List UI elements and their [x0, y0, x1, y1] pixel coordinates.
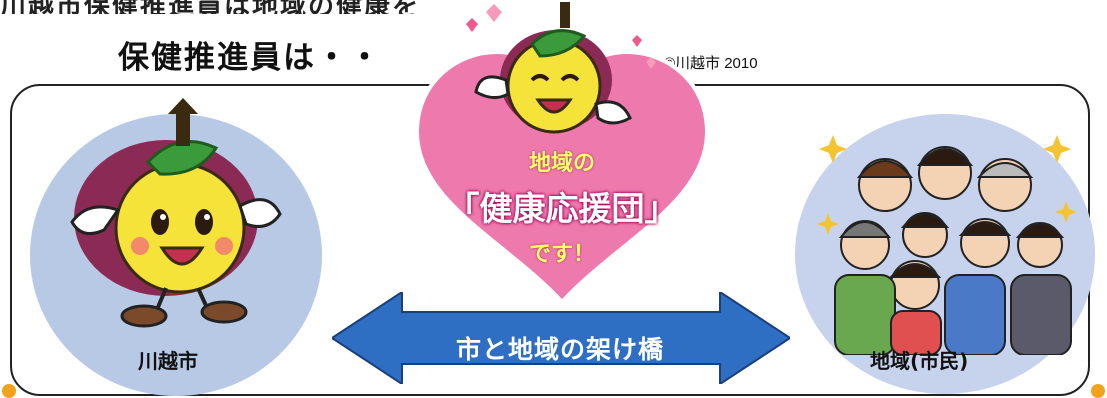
heart-text-line-3: です！	[528, 242, 595, 267]
top-cutoff-text-content: 川越市保健推進員は地域の健康を	[0, 0, 420, 14]
mascot-illustration	[70, 98, 282, 328]
mascot-small-illustration	[466, 2, 656, 134]
arrow-label: 市と地域の架け橋	[455, 335, 664, 364]
corner-decoration-right	[1091, 384, 1105, 398]
corner-decoration-left	[2, 384, 16, 398]
page-title: 保健推進員は・・	[118, 40, 382, 76]
heart-text-line-1: 地域の	[528, 151, 595, 176]
right-circle-label: 地域(市民)	[870, 349, 969, 373]
double-arrow	[332, 292, 790, 384]
crowd-illustration	[817, 135, 1077, 355]
left-circle-label: 川越市	[138, 349, 198, 373]
heart-text-line-2: 「健康応援団」	[446, 189, 678, 228]
copyright-notice: ©川越市 2010	[664, 55, 758, 72]
top-cutoff-text: 川越市保健推進員は地域の健康を	[0, 0, 560, 14]
